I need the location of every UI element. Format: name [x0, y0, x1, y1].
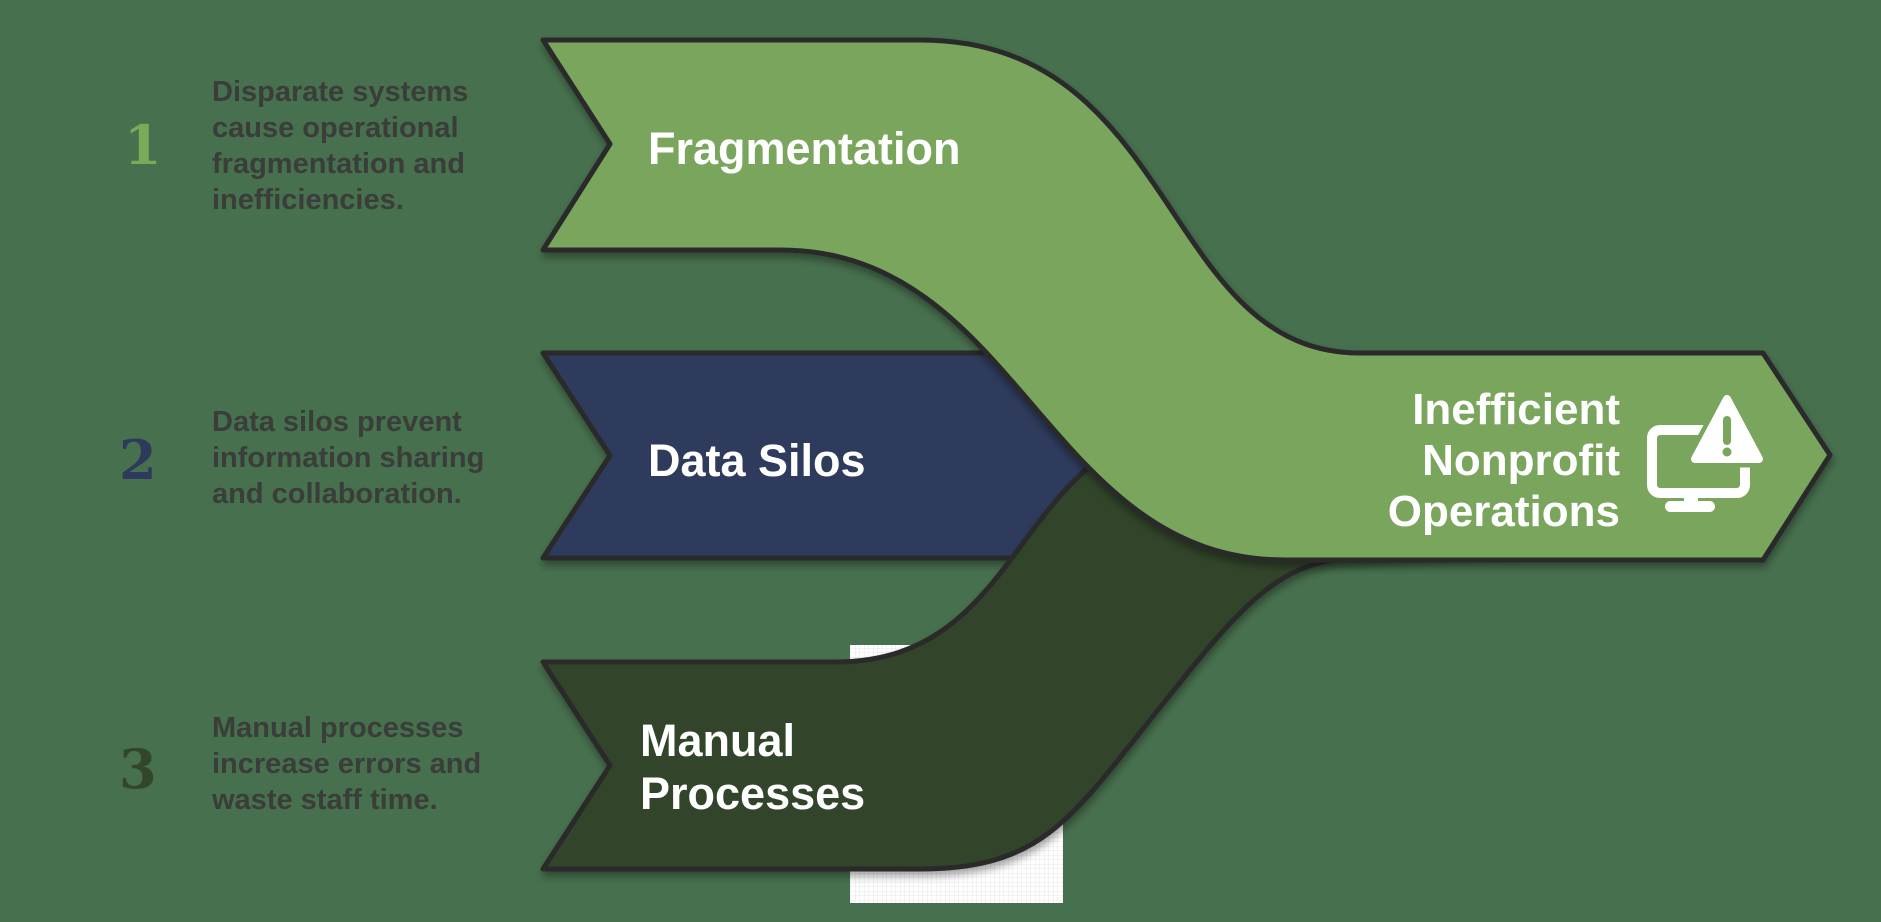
- step-3-description: Manual processes increase errors and was…: [212, 712, 482, 816]
- monitor-stand-base: [1665, 501, 1715, 512]
- warning-exclamation-dot: [1722, 447, 1732, 457]
- step-2-description: Data silos prevent information sharing a…: [212, 406, 485, 510]
- monitor-warning-icon: [1647, 390, 1768, 512]
- fragmentation-arrow-ribbon: [540, 37, 1833, 563]
- step-3-number: 3: [119, 737, 157, 801]
- data-silos-label: Data Silos: [648, 435, 866, 486]
- step-1-description: Disparate systems cause operational frag…: [212, 76, 469, 216]
- result-label: Inefficient Nonprofit Operations: [1387, 385, 1620, 536]
- manual-processes-label: Manual Processes: [640, 715, 866, 819]
- step-2-number: 2: [119, 428, 157, 492]
- fragmentation-label: Fragmentation: [648, 123, 961, 174]
- step-1-number: 1: [124, 113, 162, 177]
